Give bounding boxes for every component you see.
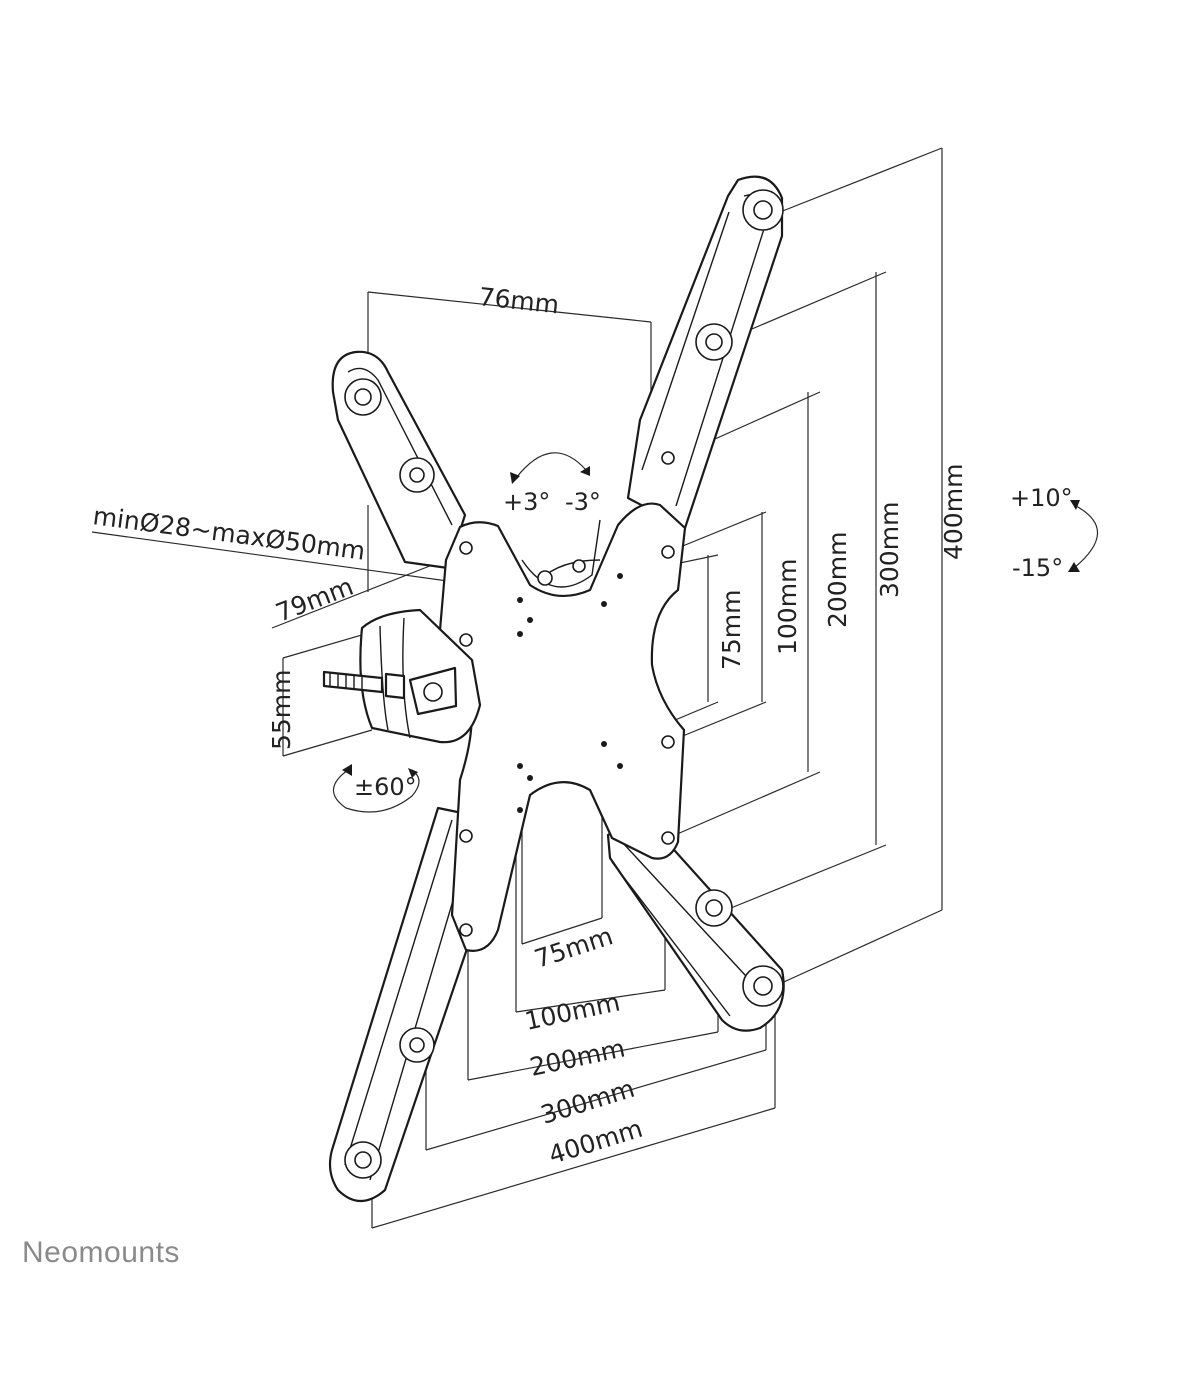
hole-tr-inner	[695, 323, 733, 361]
label-tilt-up: +10°	[1010, 484, 1073, 512]
label-vesa-v-75: 75mm	[717, 589, 746, 670]
hole-bl-outer	[344, 1141, 382, 1179]
label-vesa-v-200: 200mm	[823, 532, 852, 628]
label-vesa-v-400: 400mm	[939, 464, 968, 560]
hole-bl-inner	[399, 1027, 435, 1063]
hole-br-inner	[695, 889, 733, 927]
label-vesa-v-100: 100mm	[773, 559, 802, 655]
arm-lower-left	[328, 806, 474, 1203]
vesa-plate	[438, 502, 687, 952]
arm-lower-right	[606, 810, 785, 1032]
brand-logo: Neomounts	[22, 1236, 180, 1269]
label-pole-diameter: minØ28~maxØ50mm	[91, 501, 367, 566]
label-swivel: ±60°	[354, 773, 417, 801]
label-tilt-plus: +3°	[503, 488, 550, 516]
angle-labels: +3° -3° ±60° +10° -15°	[354, 484, 1073, 801]
hole-tl-outer	[344, 378, 382, 416]
hole-tl-inner	[399, 457, 435, 493]
label-tilt-down: -15°	[1012, 554, 1063, 582]
label-vesa-h-75: 75mm	[531, 921, 617, 973]
clamp-bolt	[322, 670, 406, 700]
label-bracket-depth: 79mm	[272, 572, 358, 628]
label-vesa-h-100: 100mm	[522, 987, 622, 1035]
dimension-lines	[91, 147, 943, 1229]
pole-clamp	[359, 608, 482, 744]
rotation-arrows	[332, 452, 1099, 813]
label-tilt-minus: -3°	[565, 488, 601, 516]
hole-br-outer	[742, 965, 784, 1007]
hole-tr-outer	[742, 189, 784, 231]
label-vesa-h-200: 200mm	[527, 1033, 627, 1081]
label-arm-width: 76mm	[477, 282, 560, 319]
label-vesa-v-300: 300mm	[875, 502, 904, 598]
label-bracket-height: 55mm	[267, 669, 296, 750]
mounting-holes	[344, 189, 784, 1179]
plate-screws	[459, 451, 675, 937]
